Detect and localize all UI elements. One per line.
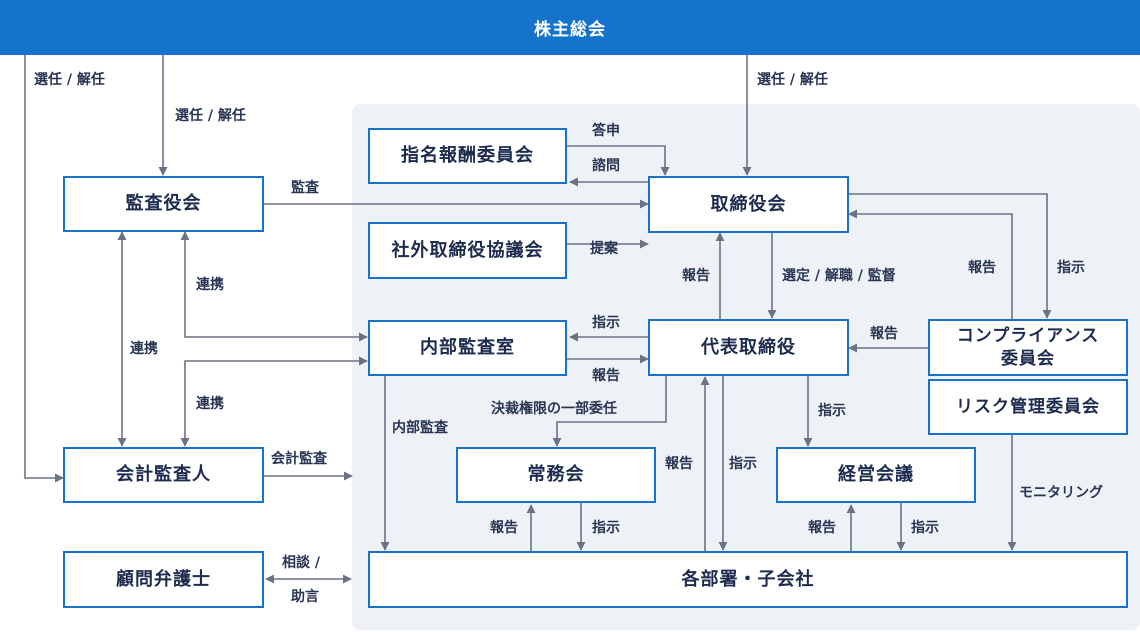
label-renkei-3: 連携 — [196, 396, 224, 412]
node-representative-director-label: 代表取締役 — [701, 336, 796, 358]
label-kessai: 決裁権限の一部委任 — [491, 401, 617, 417]
arrow-hokoku-compliance-to-board — [848, 209, 1013, 319]
label-toshin: 答申 — [592, 123, 620, 139]
node-representative-director: 代表取締役 — [648, 319, 849, 376]
label-hokoku-departments-to-keiei: 報告 — [808, 520, 836, 536]
node-compliance-label-1: コンプライアンス — [956, 326, 1100, 347]
node-accounting-auditor: 会計監査人 — [63, 447, 264, 503]
label-shimon: 諮問 — [592, 158, 620, 174]
label-hokoku-daihyo-to-board: 報告 — [682, 268, 710, 284]
node-outside-directors-label: 社外取締役協議会 — [391, 239, 544, 261]
arrow-toshin — [567, 145, 670, 176]
node-risk-committee-label: リスク管理委員会 — [956, 396, 1100, 417]
label-hokoku-departments-to-jomu: 報告 — [490, 520, 518, 536]
arrow-renkei-accounting-to-internal — [180, 356, 368, 447]
label-hokoku-compliance-to-board: 報告 — [968, 260, 996, 276]
node-management-meeting-label: 経営会議 — [838, 464, 914, 486]
node-compliance-committee: コンプライアンス 委員会 — [928, 319, 1128, 376]
node-executive-committee: 常務会 — [456, 447, 656, 503]
label-senin-mid: 選任 / 解任 — [175, 108, 246, 124]
label-monitoring: モニタリング — [1019, 485, 1103, 501]
label-teian: 提案 — [590, 241, 618, 257]
label-renkei-2: 連携 — [130, 341, 158, 357]
label-renkei-1: 連携 — [196, 277, 224, 293]
label-naibu-kansa: 内部監査 — [392, 420, 448, 436]
node-board: 取締役会 — [648, 176, 849, 233]
label-hokoku-departments-to-daihyo: 報告 — [665, 456, 693, 472]
label-senin-left: 選任 / 解任 — [34, 72, 105, 88]
label-sodan-line2: 助言 — [291, 589, 319, 605]
arrow-shareholders-to-accounting-auditor — [24, 55, 64, 483]
node-nomination-committee-label: 指名報酬委員会 — [401, 145, 534, 167]
arrow-renkei-audit-to-internal — [180, 231, 368, 342]
label-kansa: 監査 — [291, 180, 319, 196]
node-accounting-auditor-label: 会計監査人 — [116, 464, 211, 486]
node-board-label: 取締役会 — [710, 193, 787, 215]
node-risk-committee: リスク管理委員会 — [928, 379, 1128, 435]
node-management-meeting: 経営会議 — [776, 447, 976, 503]
node-legal-counsel: 顧問弁護士 — [63, 551, 264, 608]
node-compliance-label-2: 委員会 — [1001, 348, 1055, 369]
node-outside-directors: 社外取締役協議会 — [368, 222, 567, 279]
label-shiji-daihyo-to-departments: 指示 — [729, 456, 757, 472]
node-internal-audit-label: 内部監査室 — [420, 337, 515, 359]
node-internal-audit: 内部監査室 — [368, 320, 567, 376]
label-kaikei-kansa: 会計監査 — [271, 451, 327, 467]
shareholders-meeting-header: 株主総会 — [0, 0, 1140, 55]
node-legal-counsel-label: 顧問弁護士 — [116, 568, 211, 590]
arrow-kessai — [552, 376, 667, 447]
node-departments-subsidiaries: 各部署・子会社 — [368, 551, 1128, 608]
node-executive-committee-label: 常務会 — [527, 464, 585, 486]
node-audit-board-label: 監査役会 — [125, 193, 202, 215]
node-departments-label: 各部署・子会社 — [681, 568, 815, 590]
label-hokoku-compliance-to-daihyo: 報告 — [870, 326, 898, 342]
label-hokoku-internal-to-daihyo: 報告 — [592, 368, 620, 384]
label-shiji-daihyo-to-keiei: 指示 — [818, 403, 846, 419]
label-shiji-daihyo-to-internal: 指示 — [592, 315, 620, 331]
label-shiji-keiei-to-departments: 指示 — [911, 520, 939, 536]
node-audit-board: 監査役会 — [63, 176, 264, 232]
label-sentei: 選定 / 解職 / 監督 — [782, 268, 896, 284]
label-shiji-jomu-to-departments: 指示 — [592, 520, 620, 536]
label-sodan-line1: 相談 / — [282, 555, 320, 571]
arrow-shiji-board-to-compliance — [849, 193, 1052, 319]
label-senin-right: 選任 / 解任 — [757, 72, 828, 88]
node-nomination-committee: 指名報酬委員会 — [368, 128, 567, 184]
label-shiji-board-to-compliance: 指示 — [1057, 260, 1085, 276]
